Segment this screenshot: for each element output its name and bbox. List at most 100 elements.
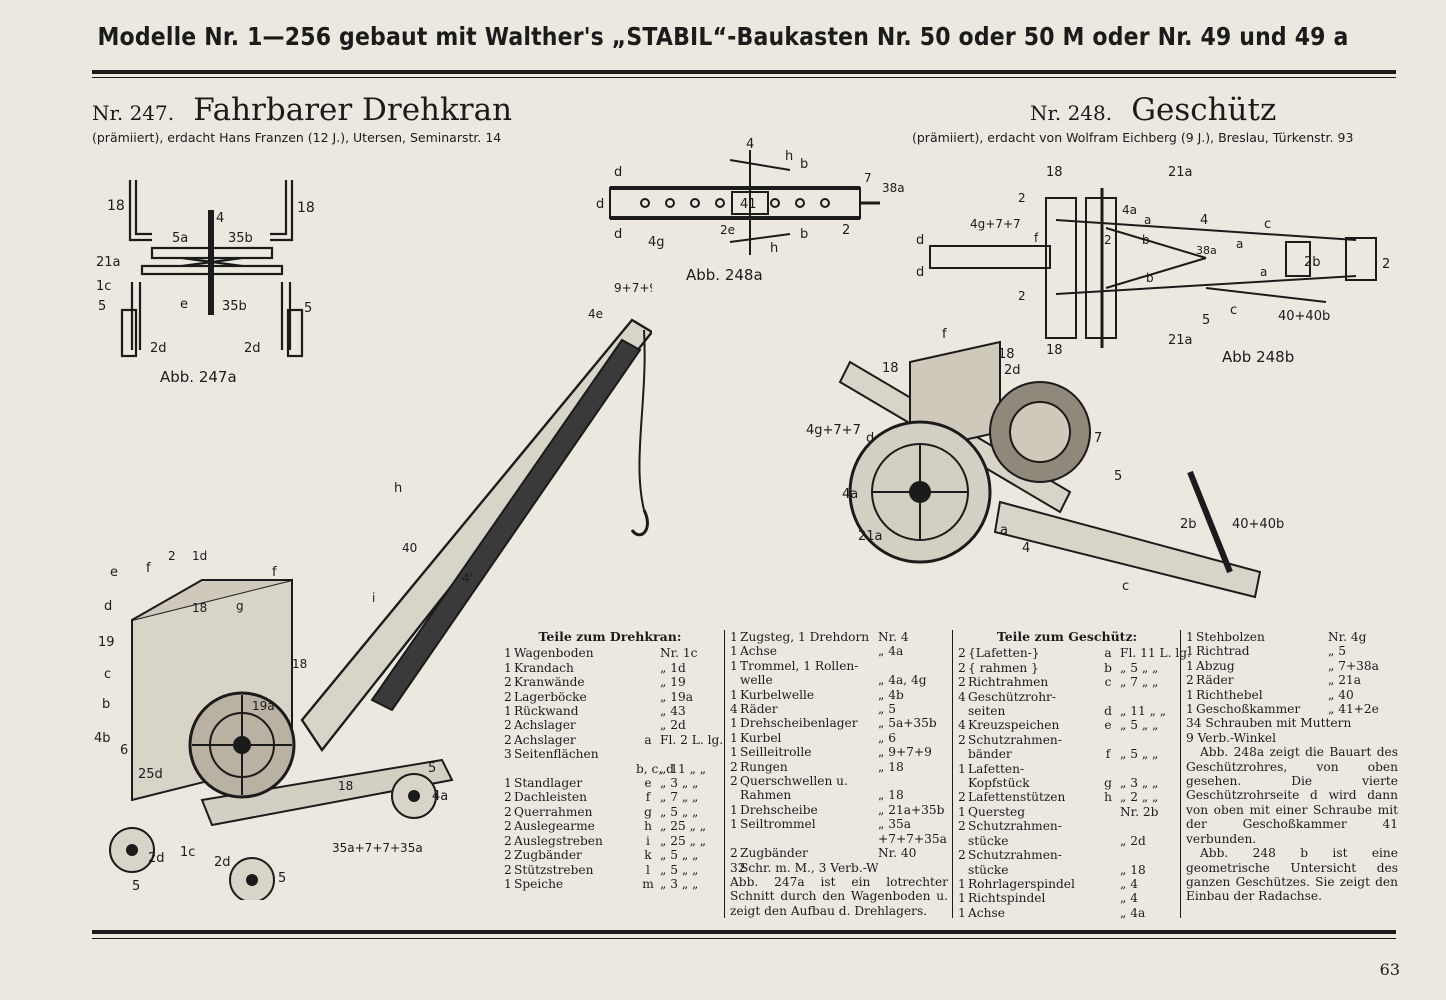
parts-cell-val: „ 7+38a [1328, 658, 1379, 673]
parts-cell-name: Stützstreben [514, 862, 594, 877]
parts-cell-name: Kopfstück [968, 776, 1030, 791]
label-248b-c-top: c [1264, 217, 1271, 232]
parts-cell-code: f [645, 790, 651, 805]
parts-cell-val: Fl. 2 L. lg. [660, 732, 724, 747]
parts-cell-name: Auslegstreben [514, 833, 603, 848]
parts-row: welle„ 4a, 4g [730, 673, 948, 687]
label-248b-21a-top: 21a [1168, 165, 1193, 180]
parts-cell-code [1096, 834, 1120, 848]
parts-cell-name: Drehscheibe [740, 802, 818, 817]
column-divider-1 [724, 630, 725, 918]
label-248a-d-bottom: d [614, 227, 622, 242]
model-247-heading: Nr. 247. Fahrbarer Drehkran [92, 92, 512, 128]
parts-row: stücke„ 2d [958, 834, 1176, 848]
parts-cell-q: 1 [730, 630, 738, 644]
parts-cell-q [730, 673, 740, 687]
parts-cell-q: 1 [1186, 658, 1194, 673]
parts-cell-val: „ 4a [1120, 905, 1146, 920]
parts-cell-name [514, 762, 636, 776]
crane-label-2: 2 [168, 549, 176, 563]
column-divider-3 [1180, 630, 1181, 918]
gun-label-40-40b: 40+40b [1232, 517, 1284, 532]
parts-cell-q: 4 [730, 702, 738, 717]
parts-cell-q: 1 [504, 660, 512, 675]
parts-cell-q: 2 [504, 804, 512, 819]
parts-cell-code [636, 718, 660, 732]
label-248b-a-bottom: a [1260, 265, 1267, 279]
label-248b-d-bottom: d [916, 265, 924, 280]
parts-cell-val: „ 5 „ „ [1120, 660, 1159, 675]
parts-cell-name: Wagenboden [514, 646, 594, 661]
parts-cell-code: l [646, 862, 650, 877]
label-248b-a-top: a [1144, 213, 1151, 227]
parts-cell-name: Seiltrommel [740, 817, 816, 832]
parts-cell-code [636, 704, 660, 718]
footer-rule-thin [92, 938, 1396, 939]
parts-cell-name: Rückwand [514, 704, 579, 719]
label-248a-4: 4 [746, 137, 754, 152]
label-18-left: 18 [107, 198, 125, 214]
parts-cell-q: 1 [730, 745, 738, 760]
parts-cell-q: 1 [730, 687, 738, 702]
label-248b-d-top: d [916, 233, 924, 248]
parts-cell-q [958, 704, 968, 718]
parts-cell-code [636, 661, 660, 675]
parts-cell-val: Nr. 4g [1328, 630, 1367, 644]
parts-cell-name: Richthebel [1196, 687, 1263, 702]
parts-cell-q: 1 [730, 817, 738, 832]
crane-label-18-top: 18 [192, 601, 207, 615]
header-rule-thin [92, 77, 1396, 78]
label-248b-2-right: 2 [1382, 257, 1390, 272]
label-248b-2-top: 2 [1018, 191, 1026, 205]
label-248b-4a: 4a [1122, 203, 1137, 217]
parts-cell-val: „ 5 [1328, 644, 1346, 659]
parts-cell-code: b [1104, 660, 1112, 675]
parts-crane2-note: Abb. 247a ist ein lotrechter Schnitt dur… [730, 874, 948, 918]
parts-cell-name: Geschützrohr- [968, 689, 1057, 704]
parts-cell-name: Dachleisten [514, 790, 587, 805]
crane-label-i: i [372, 591, 375, 605]
column-divider-2 [952, 630, 953, 918]
parts-cell-q: 1 [730, 730, 738, 745]
parts-cell-val: „ 7 „ „ [1120, 675, 1159, 690]
label-248b-5: 5 [1202, 313, 1210, 328]
parts-cell-name: Stehbolzen [1196, 630, 1265, 644]
parts-cell-name: bänder [968, 747, 1012, 762]
parts-cell-val: „ 6 [878, 730, 896, 745]
parts-cell-q: 1 [730, 644, 738, 659]
parts-cell-name: Abzug [1196, 658, 1235, 673]
parts-cell-val: „ 4b [878, 687, 904, 702]
parts-cell-val [660, 747, 716, 761]
crane-label-18-mid: 18 [292, 657, 307, 671]
parts-cell-name: Kurbelwelle [740, 687, 815, 702]
parts-cell-val: Nr. 1c [660, 646, 698, 661]
parts-gun-title: Teile zum Geschütz: [996, 629, 1138, 644]
crane-label-f-left: f [146, 561, 151, 576]
parts-cell-val: „ 2 „ „ [1120, 790, 1159, 805]
crane-label-e: e [110, 565, 118, 580]
parts-cell-val: „ 11 „ „ [1120, 704, 1167, 719]
parts-cell-name: Achslager [514, 732, 576, 747]
label-248b-4g77: 4g+7+7 [970, 217, 1021, 231]
gun-label-4a: 4a [842, 487, 858, 502]
parts-cell-code [1096, 762, 1120, 776]
parts-cell-q: 1 [1186, 644, 1194, 659]
crane-label-c: c [104, 667, 111, 682]
label-248b-b-bottom: b [1146, 271, 1154, 285]
